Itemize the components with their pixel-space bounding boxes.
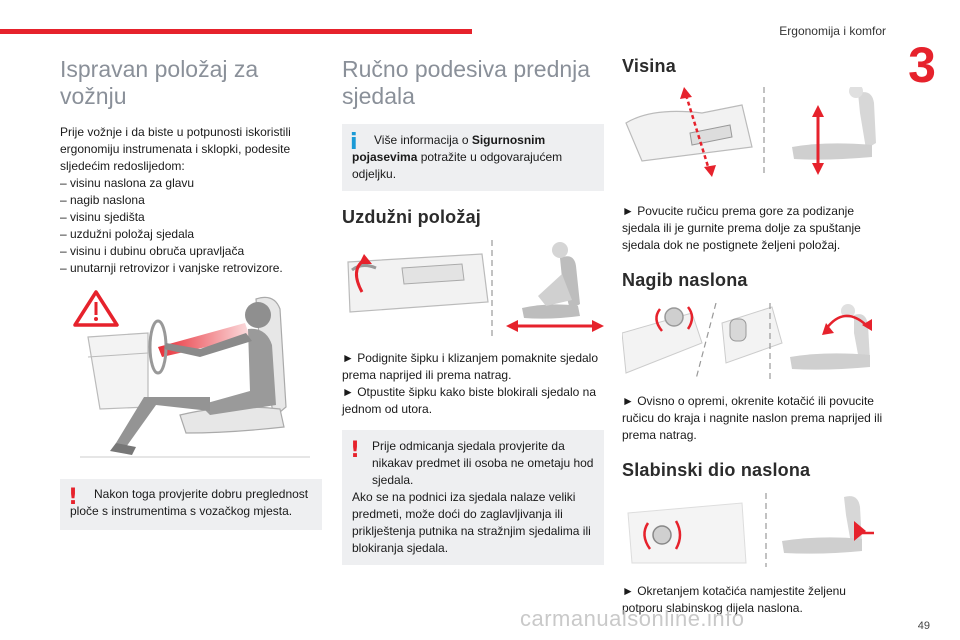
info-text: Više informacija o Sigurnosnim pojasevim… — [352, 132, 594, 183]
subtitle-lumbar: Slabinski dio naslona — [622, 460, 811, 480]
list-item: – visinu naslona za glavu — [60, 176, 195, 190]
height-text: ► Povucite ručicu prema gore za podizanj… — [622, 204, 861, 252]
list-item: – unutarnji retrovizor i vanjske retrovi… — [60, 261, 283, 275]
warning-exclamation-icon: ! — [68, 485, 79, 510]
backrest-angle-text: ► Ovisno o opremi, okrenite kotačić ili … — [622, 394, 883, 442]
backrest-angle-illustration — [621, 302, 884, 380]
title-driving-position: Ispravan položaj za vožnju — [60, 56, 259, 109]
longitudinal-illustration — [342, 240, 604, 336]
column-seat-adjustments: Visina ► Povucite ručicu prema gore za p… — [621, 56, 884, 617]
warning-text: Nakon toga provjerite dobru preglednost … — [70, 487, 309, 518]
seat-warning-line2: Ako se na podnici iza sjedala nalaze vel… — [352, 490, 591, 555]
info-text-end: potražite u odgovarajućem odjeljku. — [352, 150, 563, 181]
step-lift-bar: ► Podignite šipku i klizanjem pomaknite … — [342, 351, 599, 382]
list-item: – nagib naslona — [60, 193, 145, 207]
chapter-number: 3 — [908, 37, 936, 93]
lumbar-text: ► Okretanjem kotačića namjestite željenu… — [622, 584, 846, 615]
info-text-start: Više informacija o — [374, 133, 472, 147]
list-item: – visinu i dubinu obruča upravljača — [60, 244, 245, 258]
info-icon: i — [350, 130, 358, 155]
seat-warning-line1: Prije odmicanja sjedala provjerite da ni… — [372, 439, 594, 487]
info-box: i Više informacija o Sigurnosnim pojasev… — [342, 124, 604, 191]
column-manual-seats: Ručno podesiva prednja sjedala i Više in… — [342, 56, 604, 565]
watermark-text: carmanualsonline.info — [520, 606, 745, 631]
lumbar-illustration — [622, 493, 884, 567]
driver-position-illustration — [60, 287, 322, 465]
step-release-bar: ► Otpustite šipku kako biste blokirali s… — [342, 385, 597, 416]
title-manual-seats: Ručno podesiva prednja sjedala — [342, 56, 591, 109]
list-item: – visinu sjedišta — [60, 210, 145, 224]
adjust-list: – visinu naslona za glavu – nagib naslon… — [60, 175, 322, 277]
height-illustration — [622, 84, 884, 177]
subtitle-height: Visina — [622, 56, 676, 76]
header-accent-bar — [0, 29, 472, 34]
seat-warning-box: ! Prije odmicanja sjedala provjerite da … — [342, 430, 604, 565]
subtitle-backrest-angle: Nagib naslona — [622, 270, 748, 290]
warning-box: ! Nakon toga provjerite dobru preglednos… — [60, 479, 322, 530]
info-link-seatbelts: Sigurnosnim pojasevima — [352, 133, 546, 164]
warning-exclamation-icon: ! — [350, 438, 361, 463]
page-number: 49 — [917, 620, 930, 632]
subtitle-longitudinal: Uzdužni položaj — [342, 207, 481, 227]
column-driving-position: Ispravan položaj za vožnju Prije vožnje … — [60, 56, 322, 530]
section-title: Ergonomija i komfor — [779, 24, 886, 38]
intro-text: Prije vožnje i da biste u potpunosti isk… — [60, 125, 291, 173]
list-item: – uzdužni položaj sjedala — [60, 227, 195, 241]
